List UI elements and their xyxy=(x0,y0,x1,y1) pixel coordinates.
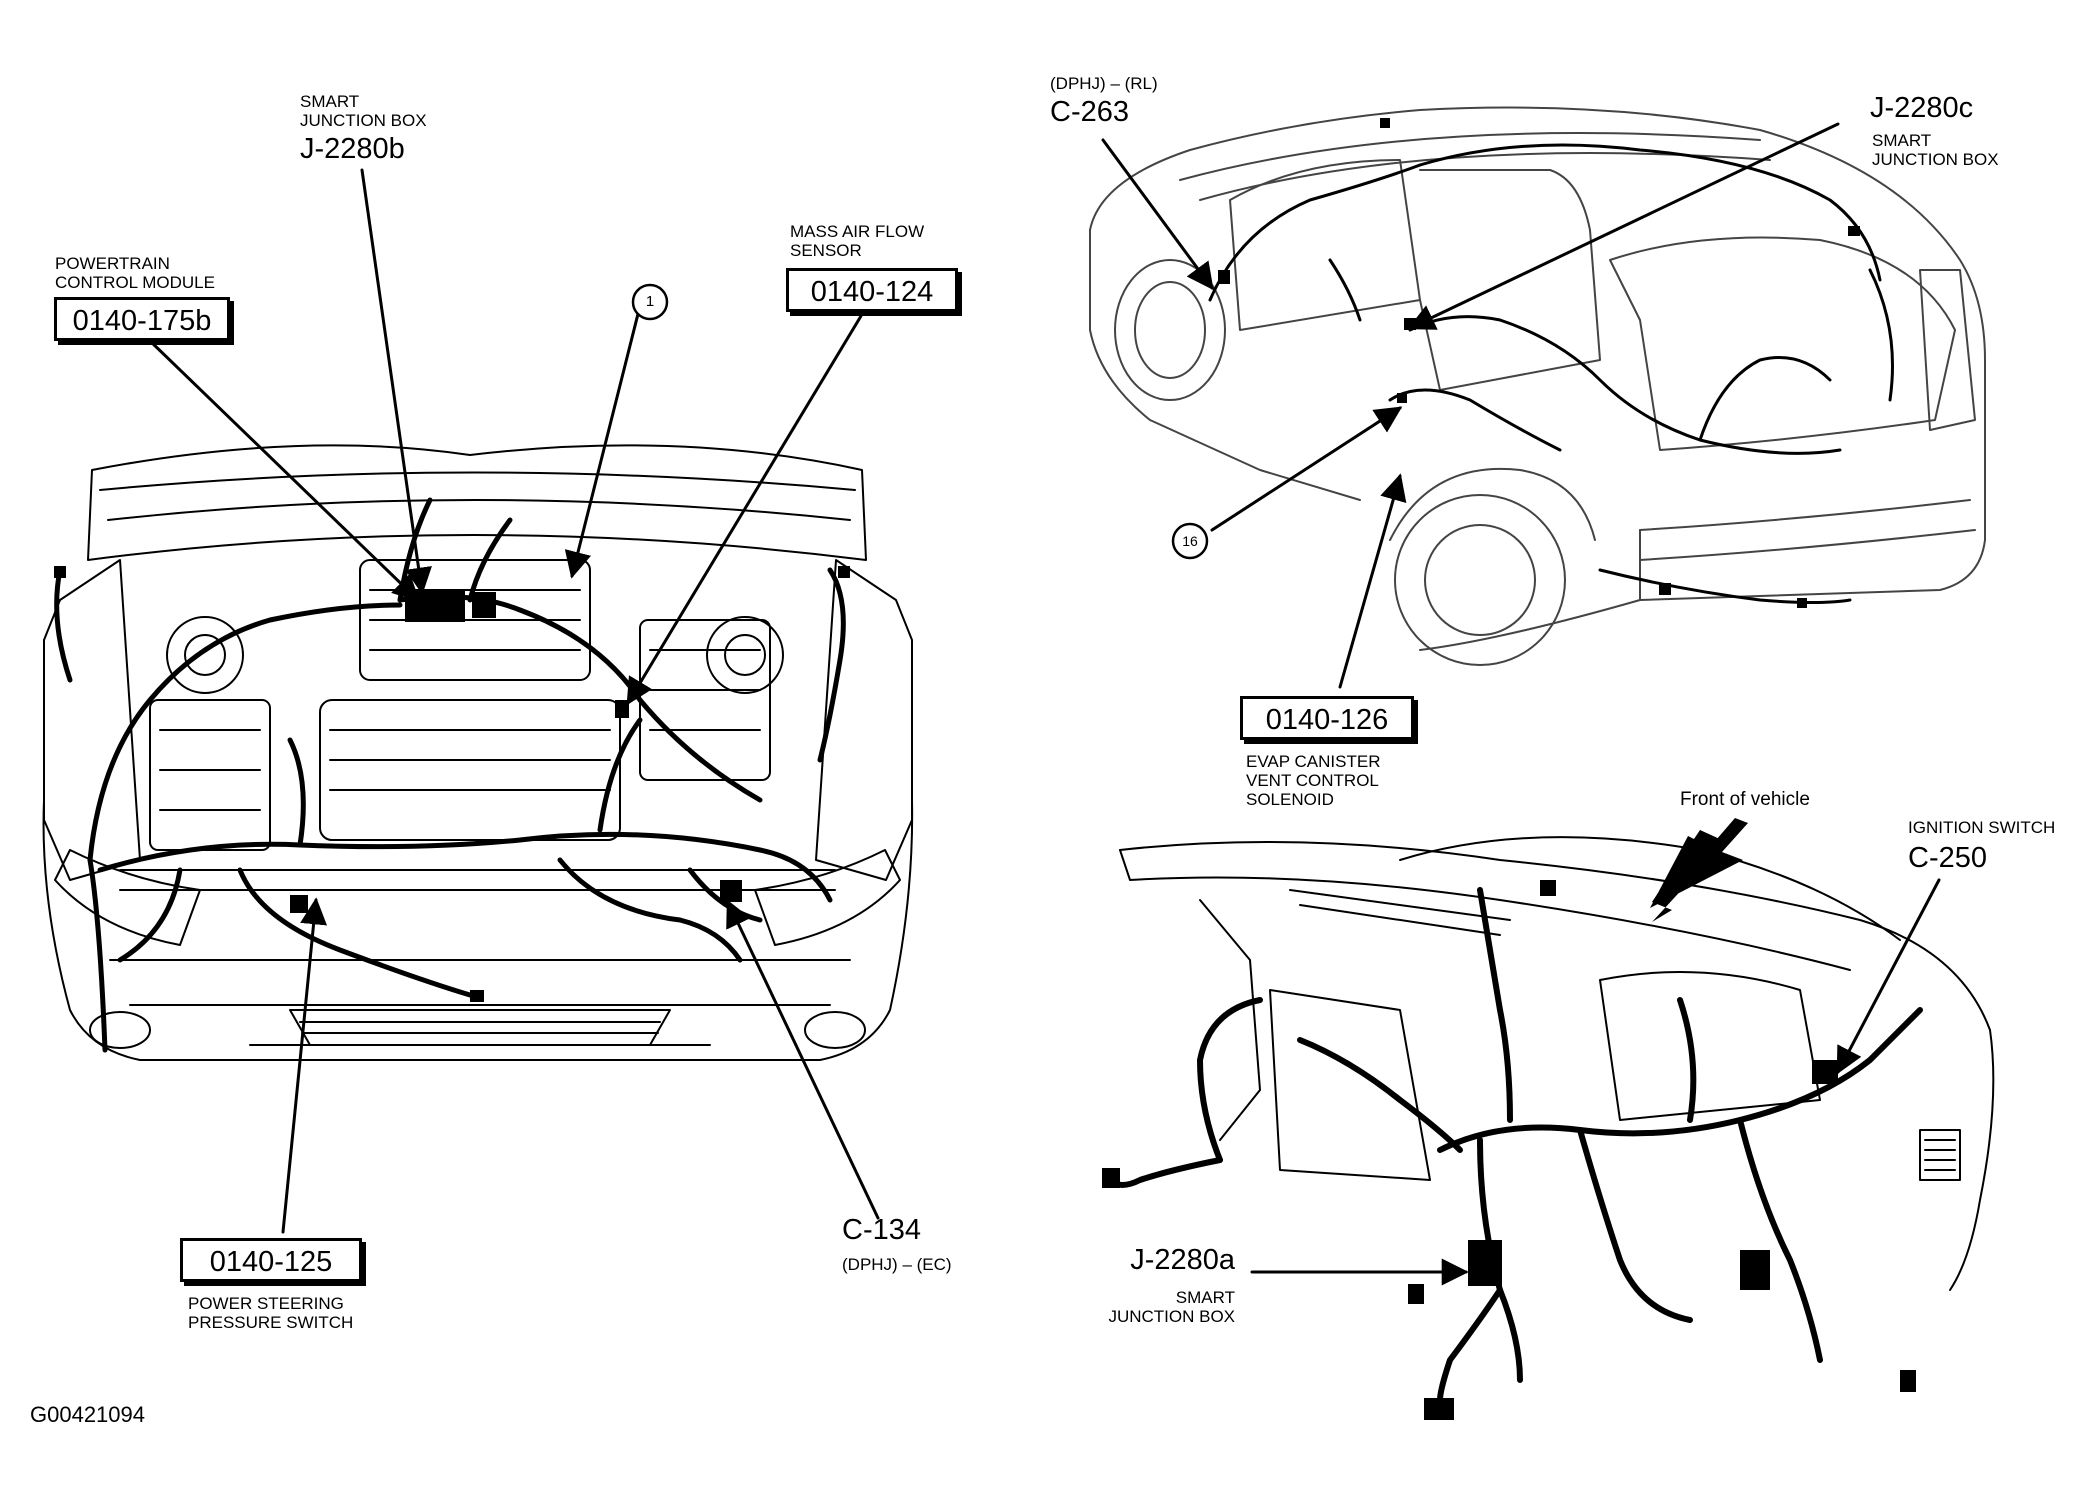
leader-lines xyxy=(146,122,1941,1286)
maf-code-box: 0140-124 xyxy=(786,268,958,312)
vehicle-rear-illustration xyxy=(1089,106,1986,666)
pss-label: POWER STEERING PRESSURE SWITCH xyxy=(188,1294,354,1332)
item-1-number: 1 xyxy=(645,293,655,310)
j2280a-label: SMART JUNCTION BOX xyxy=(1108,1288,1235,1326)
ignition-switch-label: IGNITION SWITCH xyxy=(1908,818,2056,837)
instrument-panel-illustration xyxy=(1102,836,1995,1420)
evap-label: EVAP CANISTER VENT CONTROL SOLENOID xyxy=(1246,752,1381,809)
j2280b-label: SMART JUNCTION BOX xyxy=(300,92,427,130)
item-16-marker xyxy=(1171,522,1209,560)
c134-code: C-134 xyxy=(842,1214,921,1246)
c263-code: C-263 xyxy=(1050,96,1129,128)
c263-sub: (DPHJ) – (RL) xyxy=(1050,74,1158,93)
item-1-marker xyxy=(631,283,669,321)
j2280a-code: J-2280a xyxy=(1130,1244,1235,1276)
maf-label: MASS AIR FLOW SENSOR xyxy=(790,222,925,260)
pss-code-box: 0140-125 xyxy=(180,1238,362,1282)
j2280b-code: J-2280b xyxy=(300,133,405,165)
item-16-number: 16 xyxy=(1182,533,1198,549)
figure-id: G00421094 xyxy=(30,1402,145,1427)
engine-bay-illustration xyxy=(42,444,914,1061)
evap-code-box: 0140-126 xyxy=(1240,696,1414,740)
ignition-switch-code: C-250 xyxy=(1908,842,1987,874)
j2280c-label: SMART JUNCTION BOX xyxy=(1872,131,1999,169)
front-of-vehicle-label: Front of vehicle xyxy=(1680,789,1810,810)
j2280c-code: J-2280c xyxy=(1870,92,1974,124)
c134-sub: (DPHJ) – (EC) xyxy=(842,1255,952,1274)
pcm-label: POWERTRAIN CONTROL MODULE xyxy=(55,254,215,292)
pcm-code-box: 0140-175b xyxy=(54,297,230,341)
